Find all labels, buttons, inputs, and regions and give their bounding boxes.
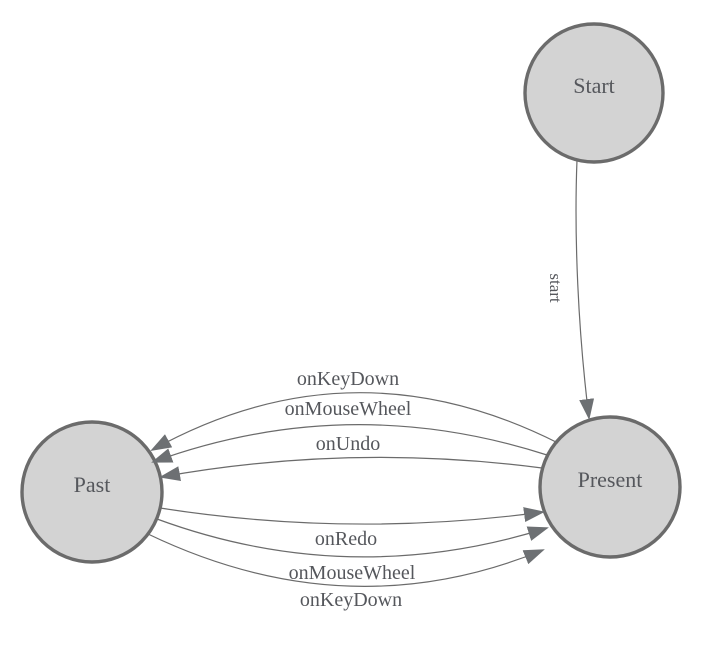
state-node-label: Present [578, 467, 643, 492]
transition-edge-start-to-present [575, 159, 595, 420]
transition-label: onKeyDown [297, 368, 399, 390]
transition-edge-present-to-past [159, 456, 543, 482]
transition-edge-present-to-past [150, 392, 559, 451]
transition-label: start [546, 273, 565, 303]
transition-edge-past-to-present [147, 533, 545, 587]
transition-label: onUndo [316, 433, 380, 455]
state-node-label: Past [74, 472, 111, 497]
transition-label: onRedo [315, 528, 377, 550]
edges-layer: start onKeyDown onMouseWheel onUndo onRedo on… [147, 159, 595, 611]
state-node-past [20, 420, 164, 564]
transition-edge-past-to-present [159, 507, 545, 525]
transition-edge-past-to-present [156, 518, 549, 558]
transition-label: onMouseWheel [289, 562, 416, 584]
transition-edge-present-to-past [151, 424, 548, 463]
transition-label: onKeyDown [300, 589, 402, 611]
state-node-present [538, 415, 682, 559]
state-node-label: Start [573, 73, 615, 98]
transition-label: onMouseWheel [285, 398, 412, 420]
state-node-start [523, 22, 665, 164]
